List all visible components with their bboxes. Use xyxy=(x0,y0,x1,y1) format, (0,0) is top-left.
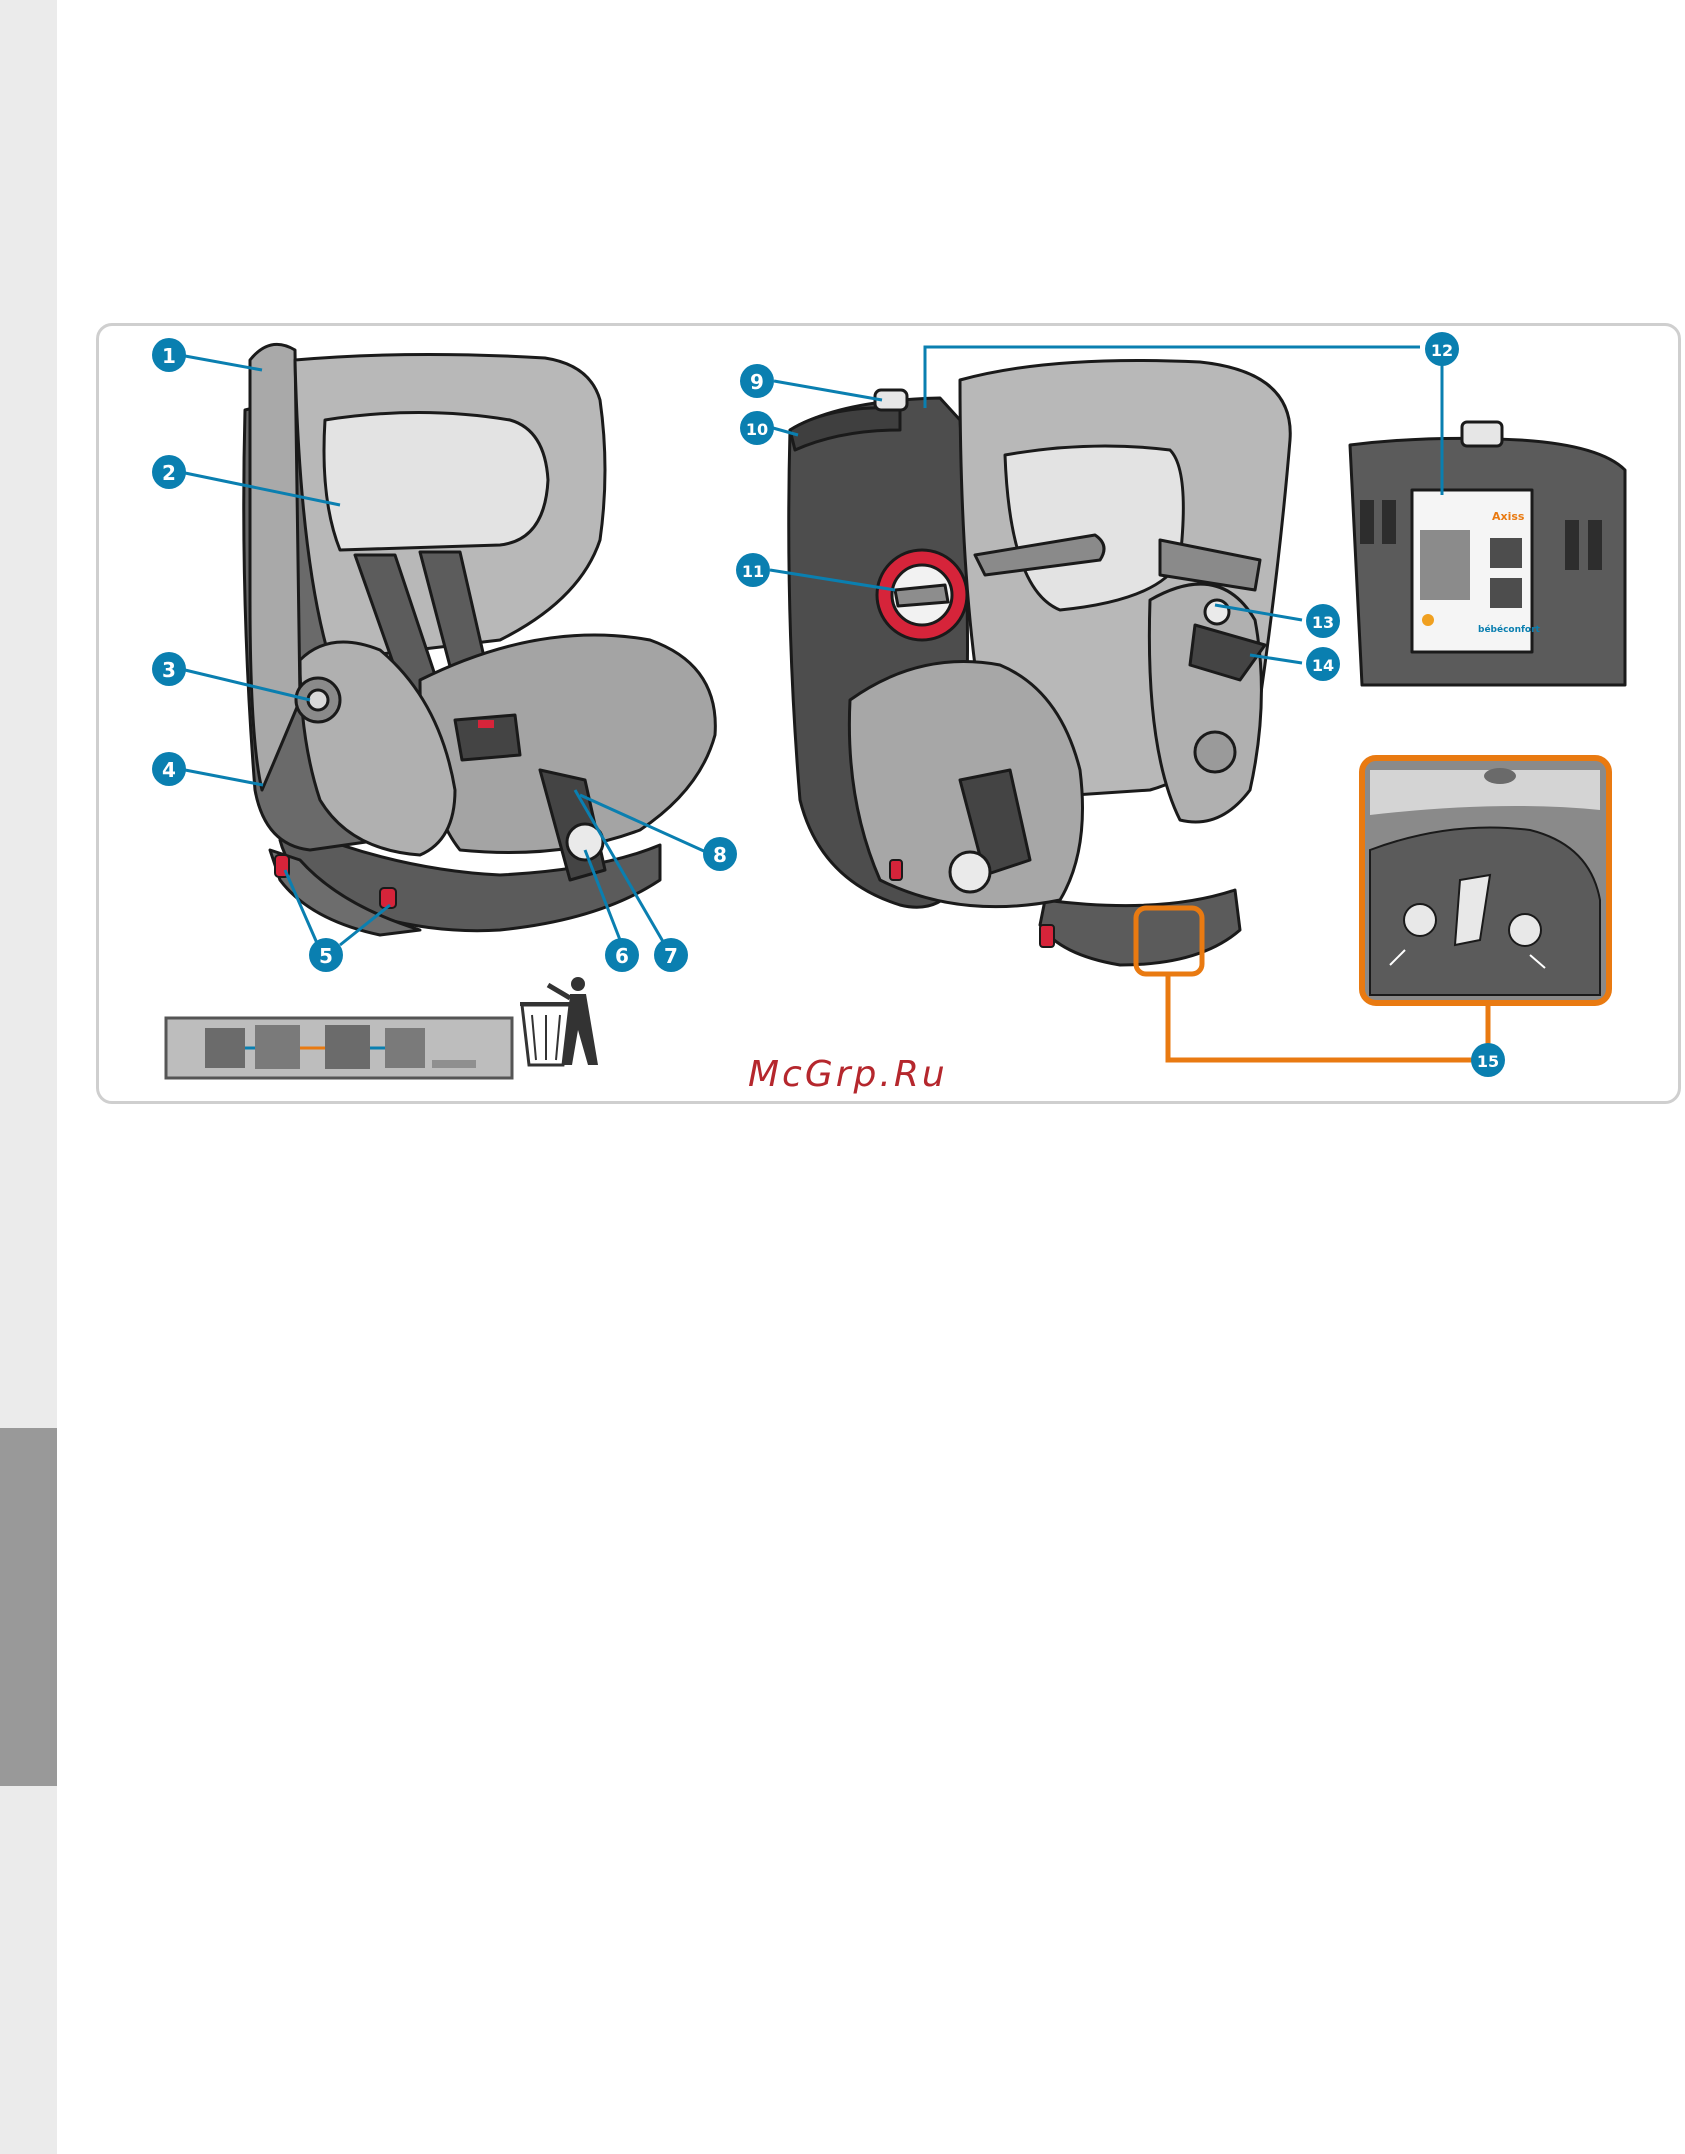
callout-6: 6 xyxy=(605,938,639,972)
seat-back-panel: Axiss bébéconfort xyxy=(1350,422,1625,685)
callout-5: 5 xyxy=(309,938,343,972)
callout-8: 8 xyxy=(703,837,737,871)
trash-bin-icon xyxy=(520,1004,572,1065)
callout-9: 9 xyxy=(740,364,774,398)
callout-10: 10 xyxy=(740,411,774,445)
callout-7: 7 xyxy=(654,938,688,972)
svg-text:8: 8 xyxy=(713,843,727,867)
svg-text:3: 3 xyxy=(162,658,176,682)
seat-front-view xyxy=(244,344,716,935)
recycling-strip xyxy=(166,1018,512,1078)
svg-text:12: 12 xyxy=(1431,341,1453,360)
svg-text:15: 15 xyxy=(1477,1052,1499,1071)
callout-2: 2 xyxy=(152,455,186,489)
svg-text:2: 2 xyxy=(162,461,176,485)
svg-text:14: 14 xyxy=(1312,656,1334,675)
label-card-brand: Axiss xyxy=(1492,510,1525,523)
watermark-text: McGrp.Ru xyxy=(748,1054,948,1095)
svg-text:10: 10 xyxy=(746,420,768,439)
callout-3: 3 xyxy=(152,652,186,686)
callout-14: 14 xyxy=(1306,647,1340,681)
svg-text:11: 11 xyxy=(742,562,764,581)
svg-text:4: 4 xyxy=(162,758,176,782)
svg-text:5: 5 xyxy=(319,944,333,968)
callout-13: 13 xyxy=(1306,604,1340,638)
label-card-maker: bébéconfort xyxy=(1478,624,1541,635)
callout-12: 12 xyxy=(1425,332,1459,366)
callout-1: 1 xyxy=(152,338,186,372)
detail-inset xyxy=(1362,758,1609,1003)
svg-text:9: 9 xyxy=(750,370,764,394)
callout-11: 11 xyxy=(736,553,770,587)
seat-rear-view xyxy=(789,360,1291,965)
svg-text:7: 7 xyxy=(664,944,678,968)
svg-text:6: 6 xyxy=(615,944,629,968)
callout-15: 15 xyxy=(1471,1043,1505,1077)
svg-text:13: 13 xyxy=(1312,613,1334,632)
svg-text:1: 1 xyxy=(162,344,176,368)
callout-4: 4 xyxy=(152,752,186,786)
